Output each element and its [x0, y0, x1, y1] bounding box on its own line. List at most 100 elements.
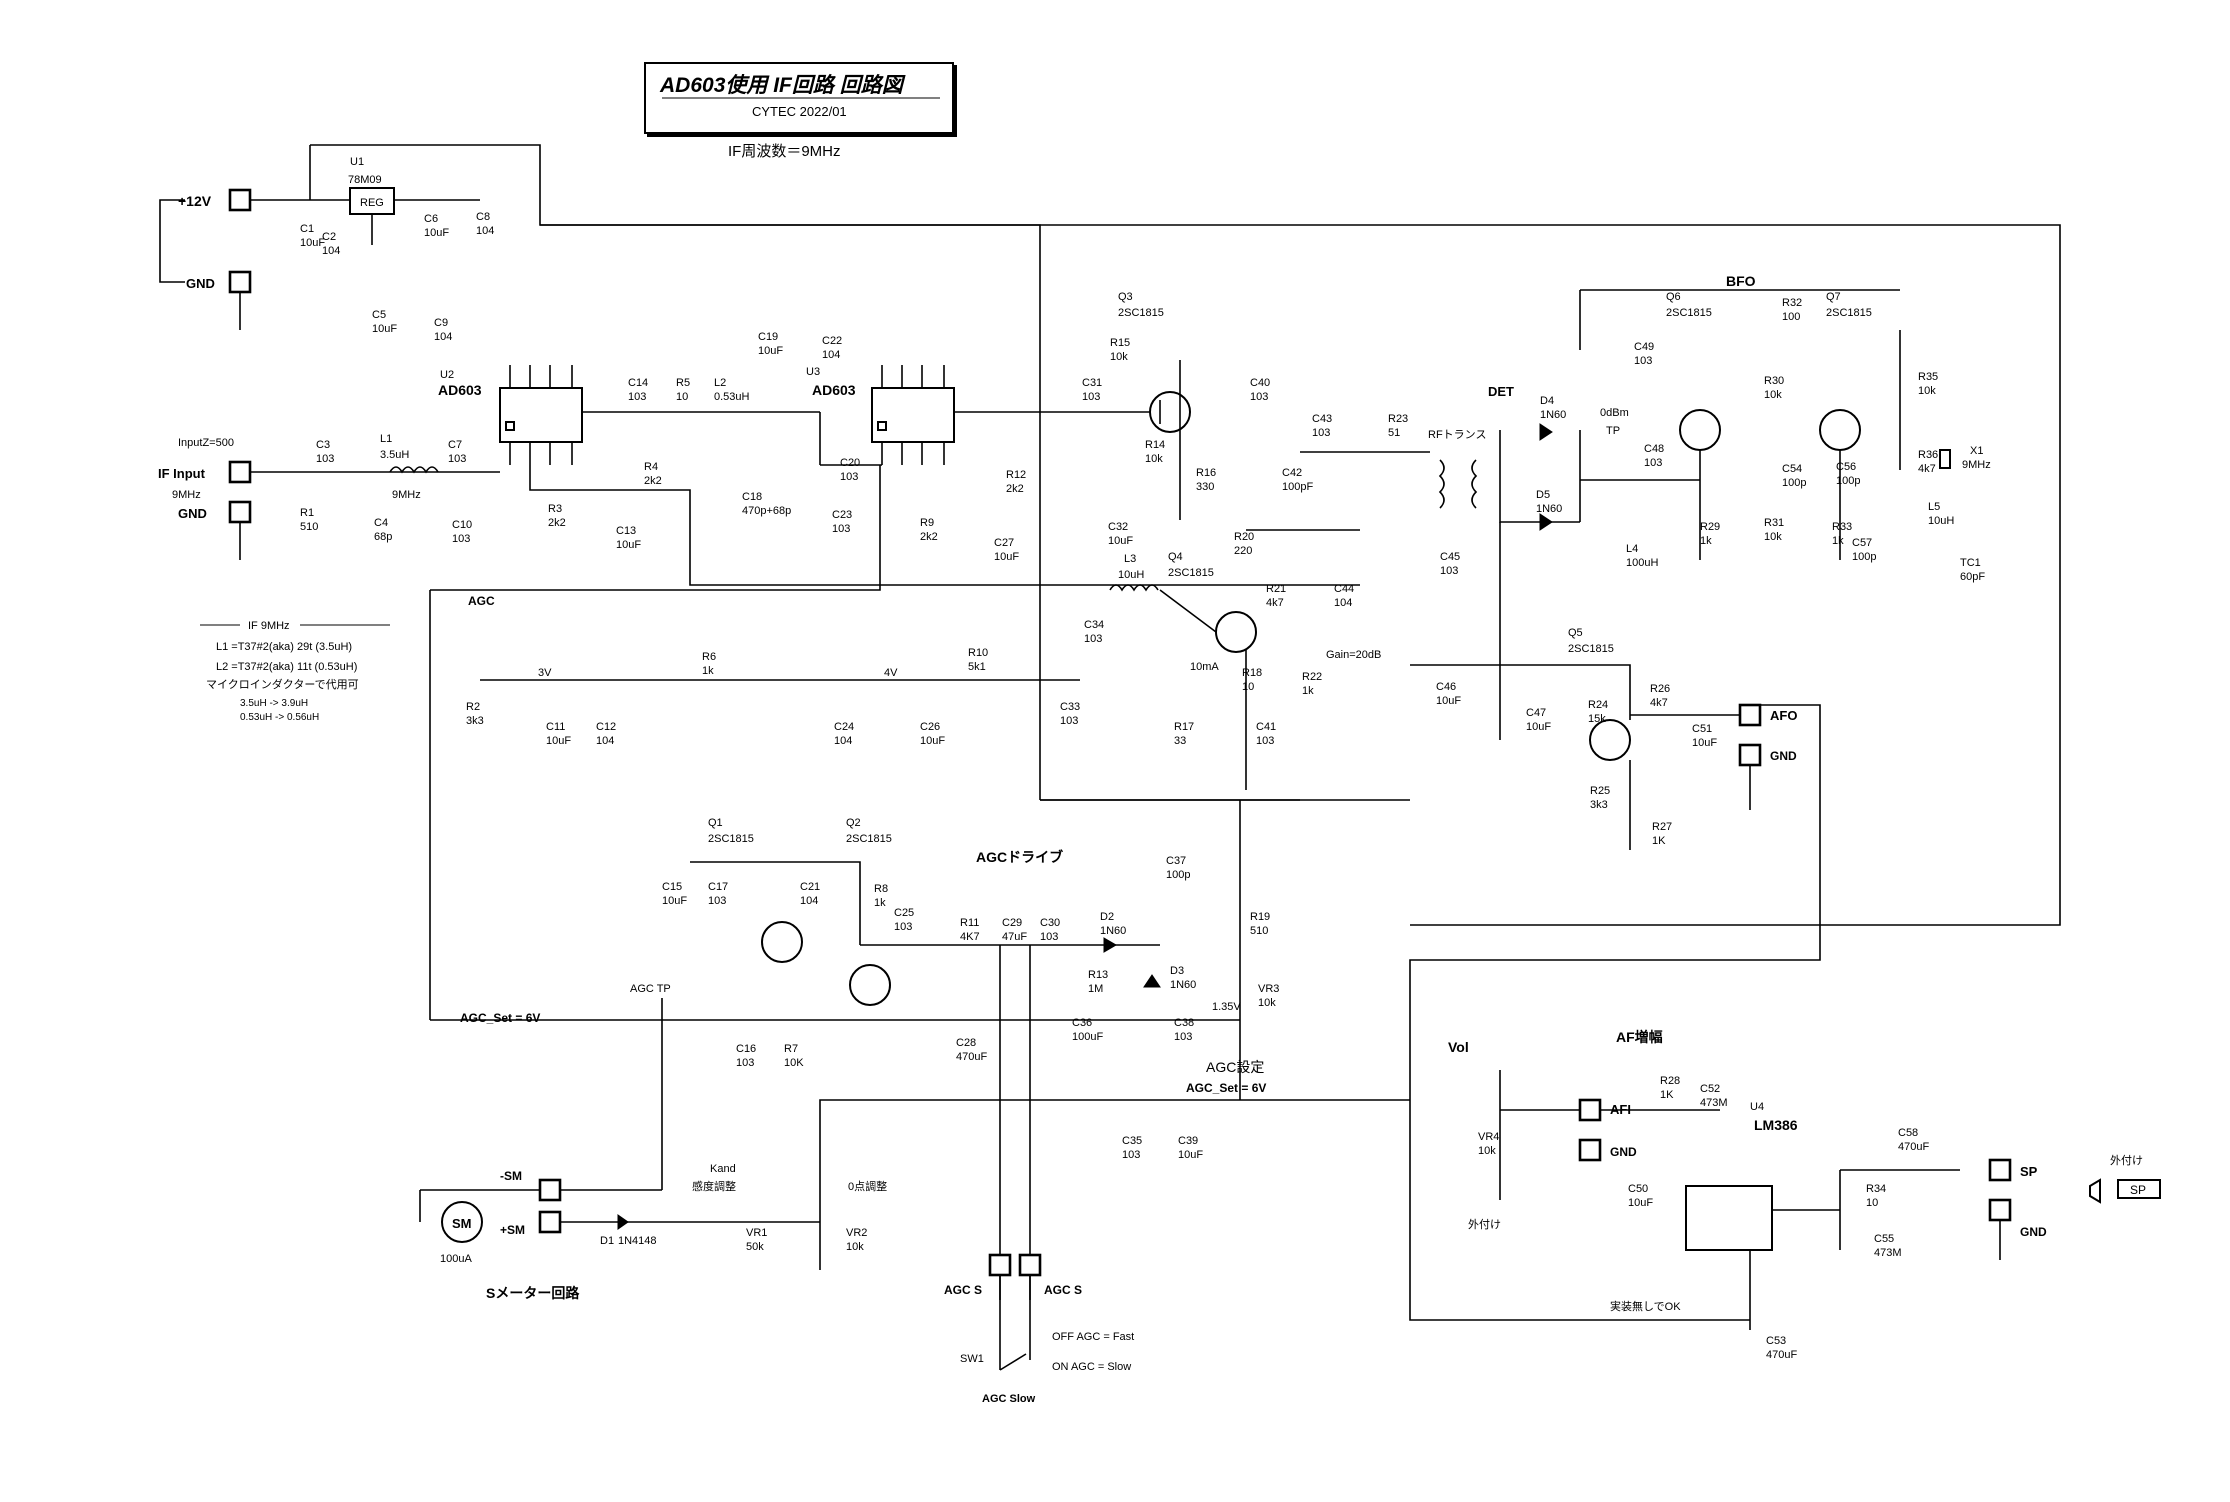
component-value-r27: 1K [1652, 835, 1666, 847]
zero-adj-label: 0点調整 [848, 1179, 887, 1193]
d3-diode [1143, 974, 1161, 988]
component-ref-r9: R9 [920, 517, 934, 529]
component-value-r13: 1M [1088, 983, 1103, 995]
agc-s-terminal-1[interactable] [988, 1253, 1012, 1277]
component-value-c34: 103 [1084, 633, 1102, 645]
plus-sm-terminal[interactable] [538, 1210, 562, 1234]
afo-terminal[interactable] [1738, 703, 1762, 727]
q1-part: 2SC1815 [708, 833, 754, 845]
gnd-terminal-power[interactable] [228, 270, 252, 294]
component-value-c54: 100p [1782, 477, 1806, 489]
agc-s-terminal-2[interactable] [1018, 1253, 1042, 1277]
component-ref-r21: R21 [1266, 583, 1286, 595]
v3-label: 3V [538, 667, 552, 679]
x1-freq: 9MHz [1962, 459, 1991, 471]
sm-rating: 100uA [440, 1253, 472, 1265]
gnd-terminal-input[interactable] [228, 500, 252, 524]
gnd-terminal-sp[interactable] [1988, 1198, 2012, 1222]
component-ref-r23: R23 [1388, 413, 1408, 425]
component-value-r17: 33 [1174, 735, 1186, 747]
afi-terminal[interactable] [1578, 1098, 1602, 1122]
component-ref-c24: C24 [834, 721, 854, 733]
component-ref-c38: C38 [1174, 1017, 1194, 1029]
input-z-label: InputZ=500 [178, 437, 234, 449]
vol-label: Vol [1448, 1039, 1469, 1055]
note-l2: L2 =T37#2(aka) 11t (0.53uH) [216, 661, 357, 673]
component-ref-c1: C1 [300, 223, 314, 235]
q5-part: 2SC1815 [1568, 643, 1614, 655]
component-value-r28: 1K [1660, 1089, 1674, 1101]
component-ref-c26: C26 [920, 721, 940, 733]
component-ref-c45: C45 [1440, 551, 1460, 563]
sens-adj-label: 感度調整 [692, 1179, 736, 1193]
component-ref-c50: C50 [1628, 1183, 1648, 1195]
note-l1: L1 =T37#2(aka) 29t (3.5uH) [216, 641, 352, 653]
component-value-l5: 10uH [1928, 515, 1954, 527]
if-input-freq: 9MHz [172, 489, 201, 501]
v12-bus-right [540, 224, 2061, 926]
component-ref-d5: D5 [1536, 489, 1550, 501]
component-ref-c10: C10 [452, 519, 472, 531]
q6-part: 2SC1815 [1666, 307, 1712, 319]
component-ref-c23: C23 [832, 509, 852, 521]
gain-label: Gain=20dB [1326, 649, 1381, 661]
component-value-c24: 104 [834, 735, 852, 747]
component-ref-c39: C39 [1178, 1135, 1198, 1147]
if-input-terminal[interactable] [228, 460, 252, 484]
d1-part: 1N4148 [618, 1235, 657, 1247]
agc-s-label-1: AGC S [944, 1283, 982, 1297]
plus12v-terminal[interactable] [228, 188, 252, 212]
title-text: AD603使用 IF回路 回路図 [659, 73, 906, 97]
gnd-terminal-afi[interactable] [1578, 1138, 1602, 1162]
reg-label: REG [360, 197, 384, 209]
x1-crystal [1939, 449, 1951, 469]
component-ref-c11: C11 [546, 721, 565, 733]
component-value-c6: 10uF [424, 227, 449, 239]
component-value-c19: 10uF [758, 345, 783, 357]
component-value-c14: 103 [628, 391, 646, 403]
rf-trans-secondary [1471, 459, 1478, 509]
title-sub: CYTEC 2022/01 [752, 104, 847, 119]
component-ref-c4: C4 [374, 517, 388, 529]
sp-terminal[interactable] [1988, 1158, 2012, 1182]
component-value-c51: 10uF [1692, 737, 1717, 749]
u3-ref: U3 [806, 366, 820, 378]
component-ref-c47: C47 [1526, 707, 1546, 719]
component-ref-c44: C44 [1334, 583, 1354, 595]
component-value-c2: 104 [322, 245, 340, 257]
component-ref-c34: C34 [1084, 619, 1104, 631]
inductor-notes: IF 9MHz L1 =T37#2(aka) 29t (3.5uH) L2 =T… [200, 620, 390, 723]
agc-bus [430, 465, 881, 591]
agc-setting-label: AGC設定 [1206, 1059, 1264, 1075]
gnd-label-power: GND [186, 276, 215, 291]
q5-af-out: Q5 2SC1815 AFO GND [1409, 627, 1821, 1321]
component-ref-c58: C58 [1898, 1127, 1918, 1139]
component-value-r25: 3k3 [1590, 799, 1608, 811]
if-frequency: IF周波数＝9MHz [728, 143, 841, 160]
component-ref-c2: C2 [322, 231, 336, 243]
detector: DET RFトランス 0dBm TP [1300, 384, 1700, 740]
component-ref-r30: R30 [1764, 375, 1784, 387]
component-ref-c7: C7 [448, 439, 462, 451]
component-ref-c12: C12 [596, 721, 616, 733]
ext-sp-label: 外付け [2110, 1154, 2143, 1167]
minus-sm-terminal[interactable] [538, 1178, 562, 1202]
component-ref-c18: C18 [742, 491, 762, 503]
component-value-c42: 100pF [1282, 481, 1313, 493]
component-ref-r27: R27 [1652, 821, 1672, 833]
component-value-c21: 104 [800, 895, 818, 907]
q4-current: 10mA [1190, 661, 1219, 673]
component-ref-d2: D2 [1100, 911, 1114, 923]
u1-part: 78M09 [348, 174, 382, 186]
component-value-c38: 103 [1174, 1031, 1192, 1043]
gnd-terminal-afo[interactable] [1738, 743, 1762, 767]
component-ref-r14: R14 [1145, 439, 1165, 451]
sw1-toggle[interactable] [999, 1353, 1027, 1371]
component-ref-c33: C33 [1060, 701, 1080, 713]
component-ref-r8: R8 [874, 883, 888, 895]
component-value-r8: 1k [874, 897, 886, 909]
q2-part: 2SC1815 [846, 833, 892, 845]
component-value-c33: 103 [1060, 715, 1078, 727]
l3-value: 10uH [1118, 569, 1144, 581]
gnd-label-afi: GND [1610, 1145, 1637, 1159]
